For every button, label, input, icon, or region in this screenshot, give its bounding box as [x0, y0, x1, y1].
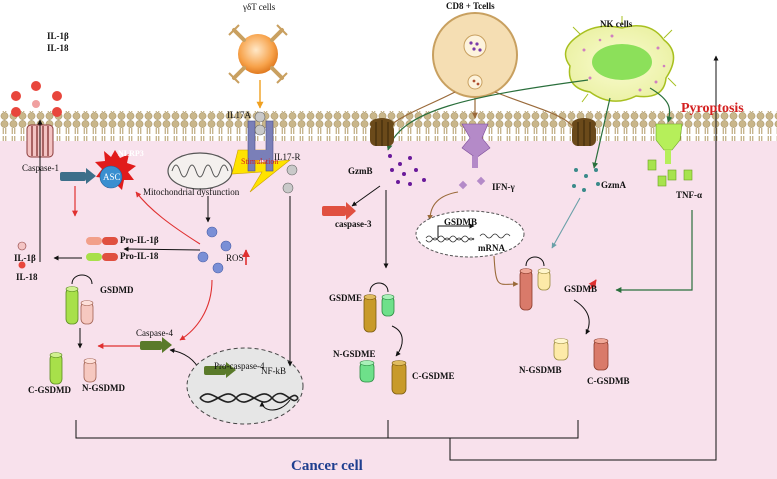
caspase4-shape	[140, 337, 172, 353]
ros-label: ROS	[226, 253, 244, 263]
gsdmb-protein	[519, 256, 551, 311]
gsdmb-gene-label: GSDMB	[444, 217, 478, 227]
gzmb-particles	[388, 154, 426, 186]
il1b-top-label: IL-1β	[47, 31, 69, 41]
pyroptosis-title: Pyroptosis	[681, 101, 744, 116]
c-gsdmd-fragment	[49, 352, 63, 385]
mrna-label: mRNA	[478, 243, 505, 253]
tnfa-label: TNF-α	[676, 190, 703, 200]
stimulation-label: Stimulation	[241, 157, 279, 166]
n-gsdmb-label: N-GSDMB	[519, 365, 562, 375]
il1b-left-label: IL-1β	[14, 253, 36, 263]
n-gsdmb-fragment	[553, 338, 569, 361]
pro-il18-label: Pro-IL-18	[120, 251, 159, 261]
n-gsdme-fragment	[359, 360, 375, 383]
gd-t-cell	[228, 24, 288, 84]
il17r-label: IL17-R	[274, 152, 301, 162]
il18-top-label: IL-18	[47, 43, 69, 53]
cd8-t-cells-label: CD8 + Tcells	[446, 1, 495, 11]
ifng-receptor	[461, 123, 491, 168]
cancer-cell-title: Cancer cell	[291, 458, 363, 474]
ros-particles	[197, 226, 232, 274]
mito-dysfunction-label: Mitochondrial dysfunction	[143, 187, 240, 197]
gsdme-label: GSDME	[329, 293, 363, 303]
gsdmd-label: GSDMD	[100, 285, 134, 295]
gd-t-cells-label: γδT cells	[243, 2, 276, 12]
gzma-label: GzmA	[601, 180, 626, 190]
c-gsdmd-label: C-GSDMD	[28, 385, 71, 395]
caspase1-label: Caspase-1	[22, 163, 59, 173]
c-gsdme-fragment	[391, 360, 407, 395]
pro-il1b-label: Pro-IL-1β	[120, 235, 159, 245]
gzma-particles	[572, 168, 600, 192]
gzmb-label: GzmB	[348, 166, 373, 176]
gsdmb-gene-box	[415, 210, 525, 258]
mitochondrion	[167, 152, 233, 190]
nlrp3-label: NLRP3	[118, 149, 144, 158]
caspase4-label: Caspase-4	[136, 328, 173, 338]
perforin-pore-gzmb	[370, 118, 394, 146]
il18-left-label: IL-18	[16, 272, 38, 282]
cd8-t-cell	[432, 12, 518, 98]
il17-receptor	[247, 111, 298, 194]
caspase1-shape	[60, 168, 96, 184]
ifng-particles	[458, 176, 486, 190]
nucleus	[186, 347, 304, 425]
nlrp3-inflammasome	[95, 150, 136, 190]
gsdme-protein	[363, 282, 395, 333]
c-gsdmb-label: C-GSDMB	[587, 376, 630, 386]
tnf-particles	[647, 159, 693, 187]
nk-cell	[564, 16, 677, 103]
n-gsdme-label: N-GSDME	[333, 349, 376, 359]
nfkb-label: NF-kB	[261, 366, 287, 376]
released-cytokines	[11, 81, 62, 117]
pro-il-precursors	[86, 237, 118, 261]
c-gsdmb-fragment	[593, 338, 609, 371]
tnf-receptor	[655, 123, 683, 164]
ifng-label: IFN-γ	[492, 182, 515, 192]
pyroptosis-connectors	[75, 60, 717, 461]
n-gsdmd-label: N-GSDMD	[82, 383, 125, 393]
pro-caspase4-shape	[204, 362, 236, 378]
perforin-pore-gzma	[572, 118, 596, 146]
caspase3-label: caspase-3	[335, 219, 372, 229]
asc-label: ASC	[103, 172, 121, 182]
caspase3-shape	[322, 202, 356, 220]
c-gsdme-label: C-GSDME	[412, 371, 455, 381]
il17a-label: IL17A	[227, 110, 251, 120]
gsdmb-label: GSDMB	[564, 284, 598, 294]
n-gsdmd-fragment	[83, 358, 97, 383]
pro-caspase4-label: Pro-caspase-4	[214, 361, 265, 371]
gsdmd-protein	[65, 274, 94, 325]
nk-cells-label: NK cells	[600, 19, 633, 29]
